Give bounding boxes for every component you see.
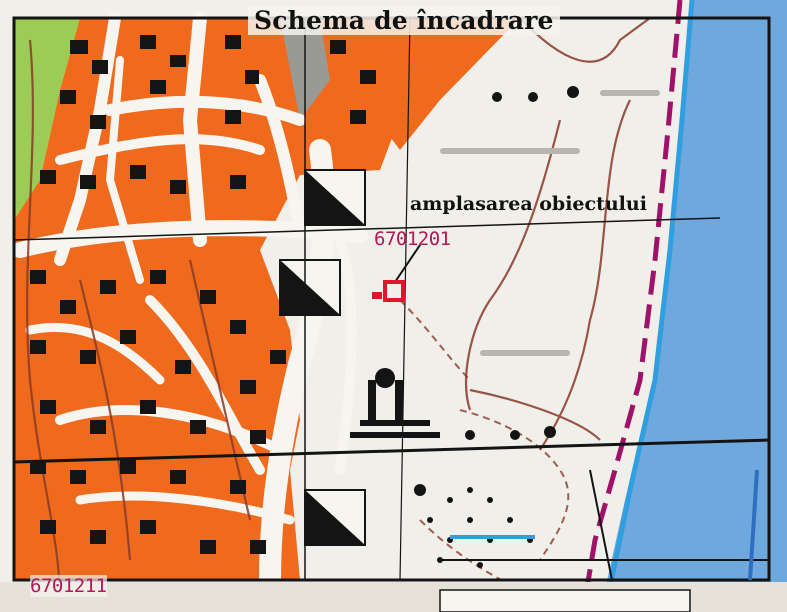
building-blocks	[30, 35, 376, 554]
built-up-band	[385, 18, 520, 150]
parcel-code-top: 6701201	[374, 228, 451, 250]
site-marker-icon	[372, 280, 405, 302]
parcel-code-bottom: 6701211	[30, 575, 107, 597]
point-features	[414, 86, 579, 568]
legend-box-edge	[439, 589, 691, 612]
map-title: Schema de încadrare	[248, 6, 560, 35]
boundary-line-east	[582, 0, 683, 601]
large-buildings	[279, 169, 366, 546]
pointer-line	[394, 244, 421, 283]
edge-stripe	[748, 469, 759, 581]
site-location-label: amplasarea obiectului	[410, 193, 647, 215]
central-structure	[350, 368, 440, 438]
faded-text-lines	[440, 90, 660, 356]
water-area	[600, 0, 787, 612]
shoreline	[602, 0, 695, 612]
leader-line	[589, 469, 613, 581]
